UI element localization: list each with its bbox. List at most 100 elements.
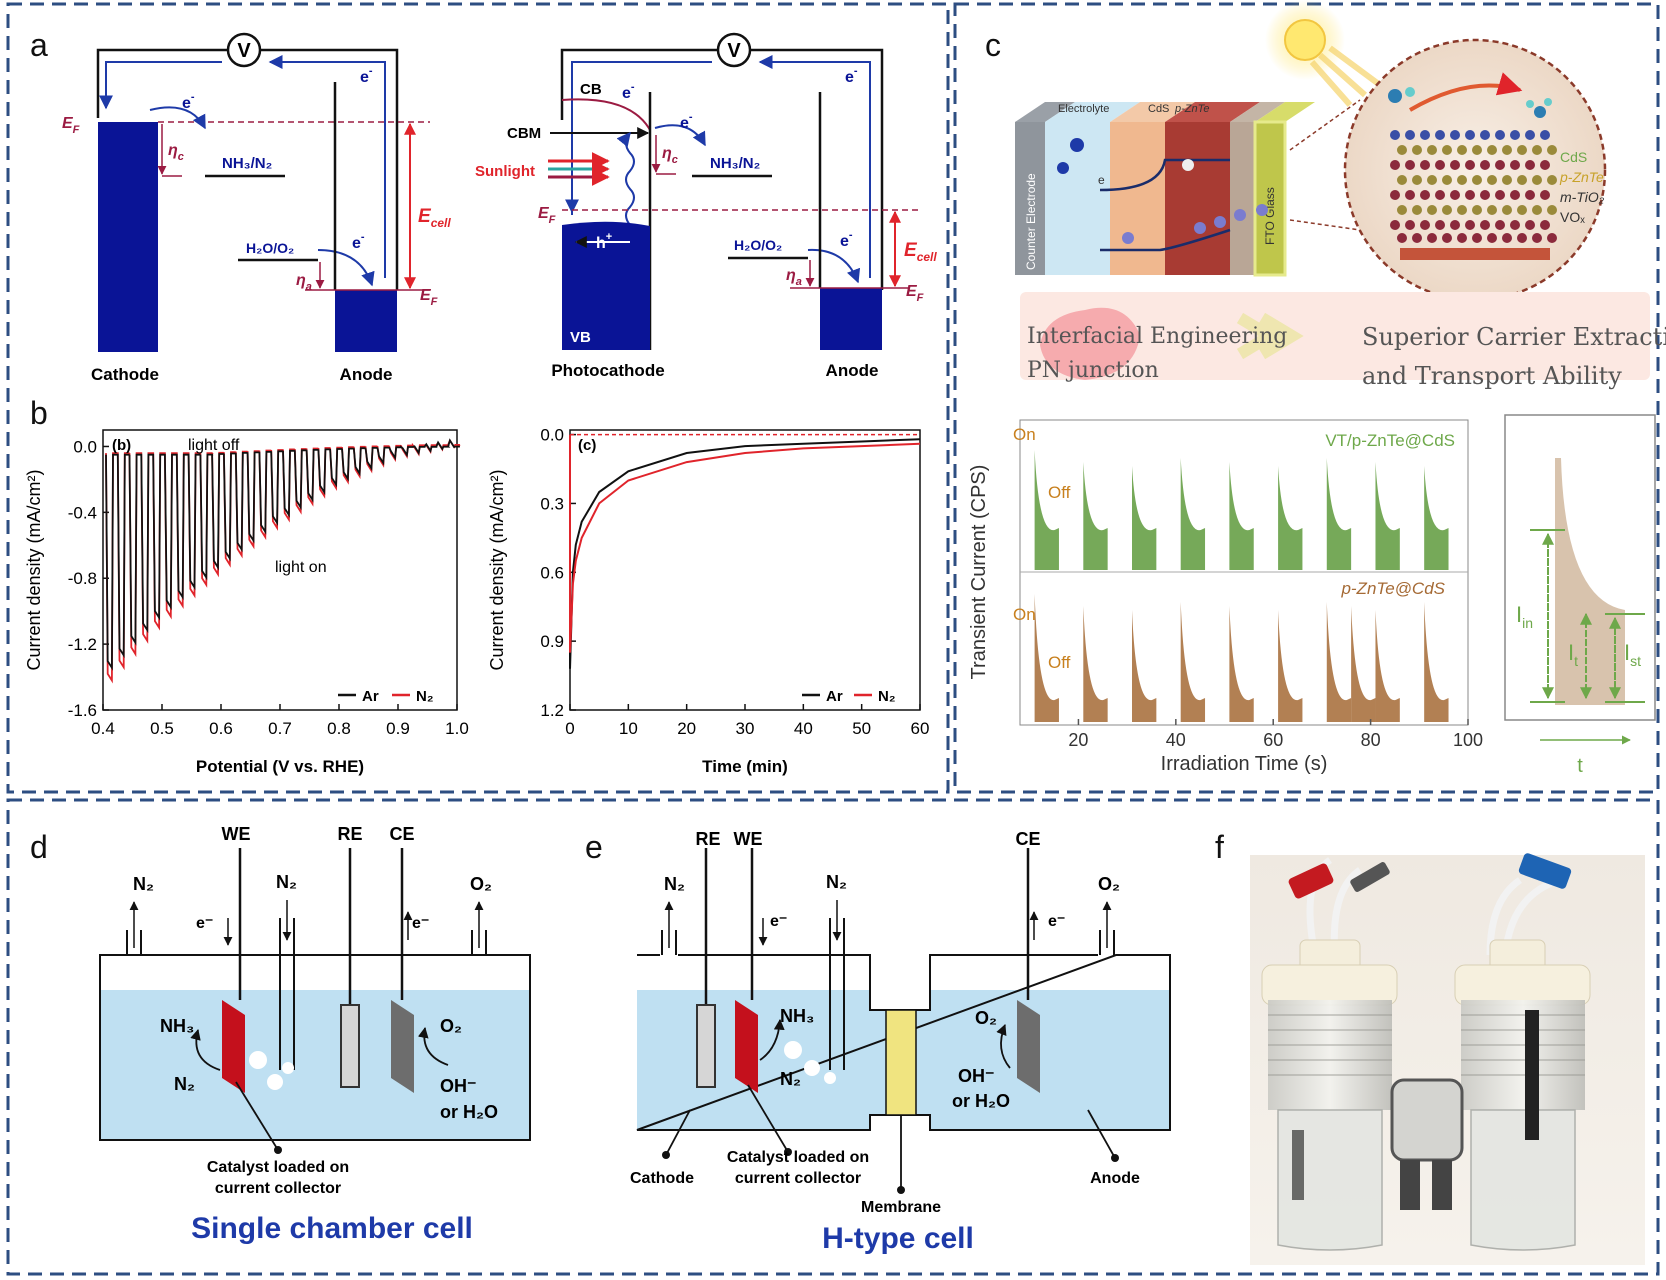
device-electron-label: e — [1098, 173, 1105, 187]
photocurrent-pulse — [1132, 610, 1157, 722]
chart-ca-series — [569, 433, 921, 669]
crystal-lattice — [1390, 130, 1557, 260]
photocurrent-pulse — [1424, 466, 1449, 570]
lattice-atom — [1457, 145, 1467, 155]
sunlight-arrows — [548, 152, 610, 186]
eta-a-label: ηa — [296, 272, 312, 293]
right-jar — [1461, 1000, 1585, 1110]
voltmeter-label: V — [237, 40, 251, 62]
y-tick-label: -1.2 — [68, 635, 97, 654]
e-o2-label: O₂ — [1098, 874, 1120, 894]
e-e-label-ce: e⁻ — [1048, 913, 1065, 930]
lattice-atom — [1510, 130, 1520, 140]
lattice-atom — [1502, 145, 1512, 155]
d-re-label: RE — [337, 824, 362, 844]
lattice-atom — [1390, 160, 1400, 170]
photocurrent-pulse — [1180, 458, 1206, 570]
panel-letters: a b c d e f — [30, 27, 1224, 865]
lattice-atom — [1472, 175, 1482, 185]
chart-transient-series — [1034, 450, 1449, 722]
lattice-atom — [1525, 130, 1535, 140]
lattice-atom — [1495, 220, 1505, 230]
lattice-atom — [1397, 205, 1407, 215]
left-jar — [1268, 1000, 1392, 1110]
d-counter-electrode — [391, 1000, 414, 1093]
red-clip — [1288, 863, 1334, 899]
x-tick-label: 20 — [1068, 730, 1088, 750]
d-ce-label: CE — [389, 824, 414, 844]
cathode-label: Cathode — [91, 365, 159, 384]
banner-text-superior: Superior Carrier Extraction — [1362, 323, 1666, 351]
fto-glass-layer — [1253, 120, 1287, 277]
lattice-atom — [1412, 145, 1422, 155]
x-tick-label: 60 — [1263, 730, 1283, 750]
frame-def — [6, 798, 1660, 1276]
photo-electron-label: e- — [622, 81, 635, 102]
lattice-atom — [1450, 130, 1460, 140]
e-oh-label: OH⁻ — [958, 1066, 995, 1086]
legend-p-znte: p-ZnTe — [1559, 169, 1604, 185]
lattice-atom — [1472, 233, 1482, 243]
x-tick-label: 0.6 — [209, 719, 233, 738]
x-tick-label: 40 — [1166, 730, 1186, 750]
lattice-atom — [1547, 205, 1557, 215]
panel-letter-b: b — [30, 395, 48, 431]
lattice-atom — [1540, 190, 1550, 200]
lattice-atom — [1525, 160, 1535, 170]
membrane — [885, 1009, 917, 1116]
ef-label-cathode: EF — [62, 115, 80, 136]
panel-d-single-chamber: N₂ N₂ O₂ e⁻ WE RE e⁻ CE NH₃ N₂ O₂ OH⁻ or… — [99, 824, 531, 1245]
panel-letter-c: c — [985, 27, 1001, 63]
panel-f-photo — [1250, 853, 1645, 1265]
panel-letter-d: d — [30, 829, 48, 865]
banner-text-pn: PN junction — [1027, 358, 1159, 383]
anode2-electron-label-2: e- — [840, 229, 853, 250]
d-or-h2o-label: or H₂O — [440, 1102, 498, 1122]
x-tick-label: 20 — [677, 719, 696, 738]
d-catalyst-electrode — [222, 1000, 245, 1093]
anode2-electron-label: e- — [845, 65, 858, 86]
h2o-o2-level-label-2: H₂O/O₂ — [734, 237, 782, 253]
lattice-atom — [1412, 175, 1422, 185]
p-znte-label: p-ZnTe — [1174, 103, 1209, 115]
cds-layer — [1110, 122, 1165, 275]
banner — [1020, 292, 1650, 380]
lattice-atom — [1427, 175, 1437, 185]
voltmeter-icon — [226, 32, 262, 68]
lattice-atom — [1465, 220, 1475, 230]
lattice-atom — [1465, 160, 1475, 170]
legend-vox: VOₓ — [1560, 209, 1585, 225]
lattice-atom — [1487, 233, 1497, 243]
chart-lsv-ylabel: Current density (mA/cm²) — [24, 469, 44, 670]
x-tick-label: 0.5 — [150, 719, 174, 738]
d-oh-label: OH⁻ — [440, 1076, 477, 1096]
panel-a-electrolysis: V e- EF e- ηc NH₃/N₂ H₂O/O₂ e- ηa EF Ece… — [62, 32, 451, 384]
lattice-atom — [1532, 175, 1542, 185]
photocurrent-pulse — [1278, 610, 1303, 722]
lattice-atom — [1465, 190, 1475, 200]
left-cap — [1261, 964, 1398, 1006]
photocurrent-pulse — [1375, 610, 1400, 722]
lattice-atom — [1487, 175, 1497, 185]
off-label-bottom: Off — [1048, 653, 1071, 672]
lattice-atom — [1517, 205, 1527, 215]
e-we-label: WE — [734, 829, 763, 849]
x-tick-label: 100 — [1453, 730, 1483, 750]
e-e-label-we: e⁻ — [770, 913, 787, 930]
photocurrent-pulse — [1034, 594, 1059, 722]
anode-label: Anode — [340, 365, 393, 384]
lattice-atom — [1495, 130, 1505, 140]
e-or-h2o-label: or H₂O — [952, 1091, 1010, 1111]
lattice-atom — [1465, 130, 1475, 140]
e-catalyst-label-2: current collector — [735, 1170, 861, 1187]
legend-ar-2: Ar — [826, 688, 843, 705]
photocathode-label: Photocathode — [551, 361, 664, 380]
vb-block — [562, 221, 650, 350]
anode-block-2 — [820, 288, 882, 350]
lattice-atom — [1427, 205, 1437, 215]
eta-a-label-2: ηa — [786, 267, 802, 288]
series-label-vt: VT/p-ZnTe@CdS — [1325, 431, 1455, 450]
lattice-atom — [1420, 160, 1430, 170]
